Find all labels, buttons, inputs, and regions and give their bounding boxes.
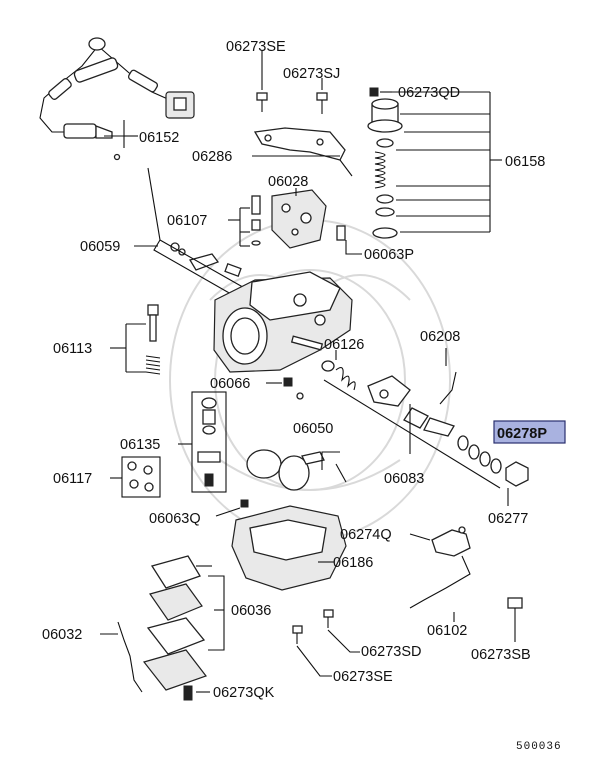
lever-part (323, 371, 501, 489)
label-06286[interactable]: 06286 (192, 149, 232, 165)
float-chamber-part (231, 499, 347, 591)
adjuster-set-part (153, 239, 249, 299)
leader-lines (100, 50, 516, 693)
label-06063P[interactable]: 06063P (364, 247, 414, 263)
label-06102[interactable]: 06102 (427, 623, 467, 639)
label-06032[interactable]: 06032 (42, 627, 82, 643)
label-06063Q[interactable]: 06063Q (149, 511, 201, 527)
label-06107[interactable]: 06107 (167, 213, 207, 229)
label-06273SE-bottom[interactable]: 06273SE (333, 669, 393, 685)
label-06278P[interactable]: 06278P (497, 426, 547, 442)
label-06273QD[interactable]: 06273QD (398, 85, 460, 101)
label-06273SB[interactable]: 06273SB (471, 647, 531, 663)
figure-code: 500036 (516, 741, 562, 753)
bolt-06273SJ (316, 92, 328, 114)
carburetor-body-part (213, 271, 353, 373)
bracket-part (253, 127, 353, 177)
label-06083[interactable]: 06083 (384, 471, 424, 487)
grommet-set-part (121, 456, 161, 498)
label-06028[interactable]: 06028 (268, 174, 308, 190)
wire-harness-part (39, 37, 195, 161)
pump-diaphragm-part (117, 555, 207, 701)
label-06273SJ[interactable]: 06273SJ (283, 66, 340, 82)
label-06050[interactable]: 06050 (293, 421, 333, 437)
label-06066[interactable]: 06066 (210, 376, 250, 392)
link-part (409, 526, 471, 609)
label-06158[interactable]: 06158 (505, 154, 545, 170)
label-06152[interactable]: 06152 (139, 130, 179, 146)
label-06036[interactable]: 06036 (231, 603, 271, 619)
label-06277[interactable]: 06277 (488, 511, 528, 527)
label-06126[interactable]: 06126 (324, 337, 364, 353)
label-06274Q[interactable]: 06274Q (340, 527, 392, 543)
diaphragm-stack-part (367, 87, 403, 239)
small-screw-part (283, 377, 304, 400)
bolt-06273SE-bottom (292, 625, 303, 644)
spring-part (321, 360, 356, 391)
cover-part (251, 189, 346, 249)
bolt-06273SE-top (256, 92, 268, 112)
part-labels: 06273SE 06273SJ 06273QD 06152 06286 0615… (42, 39, 566, 753)
label-06059[interactable]: 06059 (80, 239, 120, 255)
label-06208[interactable]: 06208 (420, 329, 460, 345)
label-06273QK[interactable]: 06273QK (213, 685, 275, 701)
label-06273SE-top[interactable]: 06273SE (226, 39, 286, 55)
washer-set-part (457, 435, 529, 487)
label-06117[interactable]: 06117 (53, 471, 92, 487)
label-06186[interactable]: 06186 (333, 555, 373, 571)
hose-band-part (246, 449, 347, 491)
label-06273SD[interactable]: 06273SD (361, 644, 421, 660)
bolt-06273SB (507, 597, 523, 618)
label-06113[interactable]: 06113 (53, 341, 92, 357)
bolt-06273SD (323, 609, 334, 628)
jet-assembly-part (191, 391, 227, 493)
highlight-06278P (493, 420, 566, 444)
idle-screw-part (145, 304, 161, 375)
label-06135[interactable]: 06135 (120, 437, 160, 453)
